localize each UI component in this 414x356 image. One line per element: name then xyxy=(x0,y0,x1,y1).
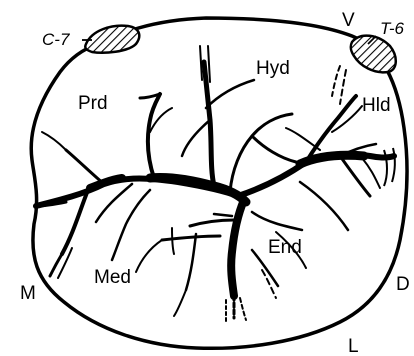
label-hld: Hld xyxy=(362,95,391,116)
label-hyd: Hyd xyxy=(256,58,290,79)
label-end: End xyxy=(268,237,302,258)
facet-t6 xyxy=(351,36,396,73)
groove-network xyxy=(36,46,394,322)
label-distal: D xyxy=(396,274,410,295)
label-med: Med xyxy=(94,267,131,288)
label-v: V xyxy=(342,10,355,31)
label-prd: Prd xyxy=(78,93,108,114)
facet-c7 xyxy=(85,26,139,53)
label-t6: T-6 xyxy=(380,19,404,38)
label-c7: C-7 xyxy=(42,30,70,49)
label-mesial: M xyxy=(20,283,36,304)
label-lingual: L xyxy=(348,336,359,356)
